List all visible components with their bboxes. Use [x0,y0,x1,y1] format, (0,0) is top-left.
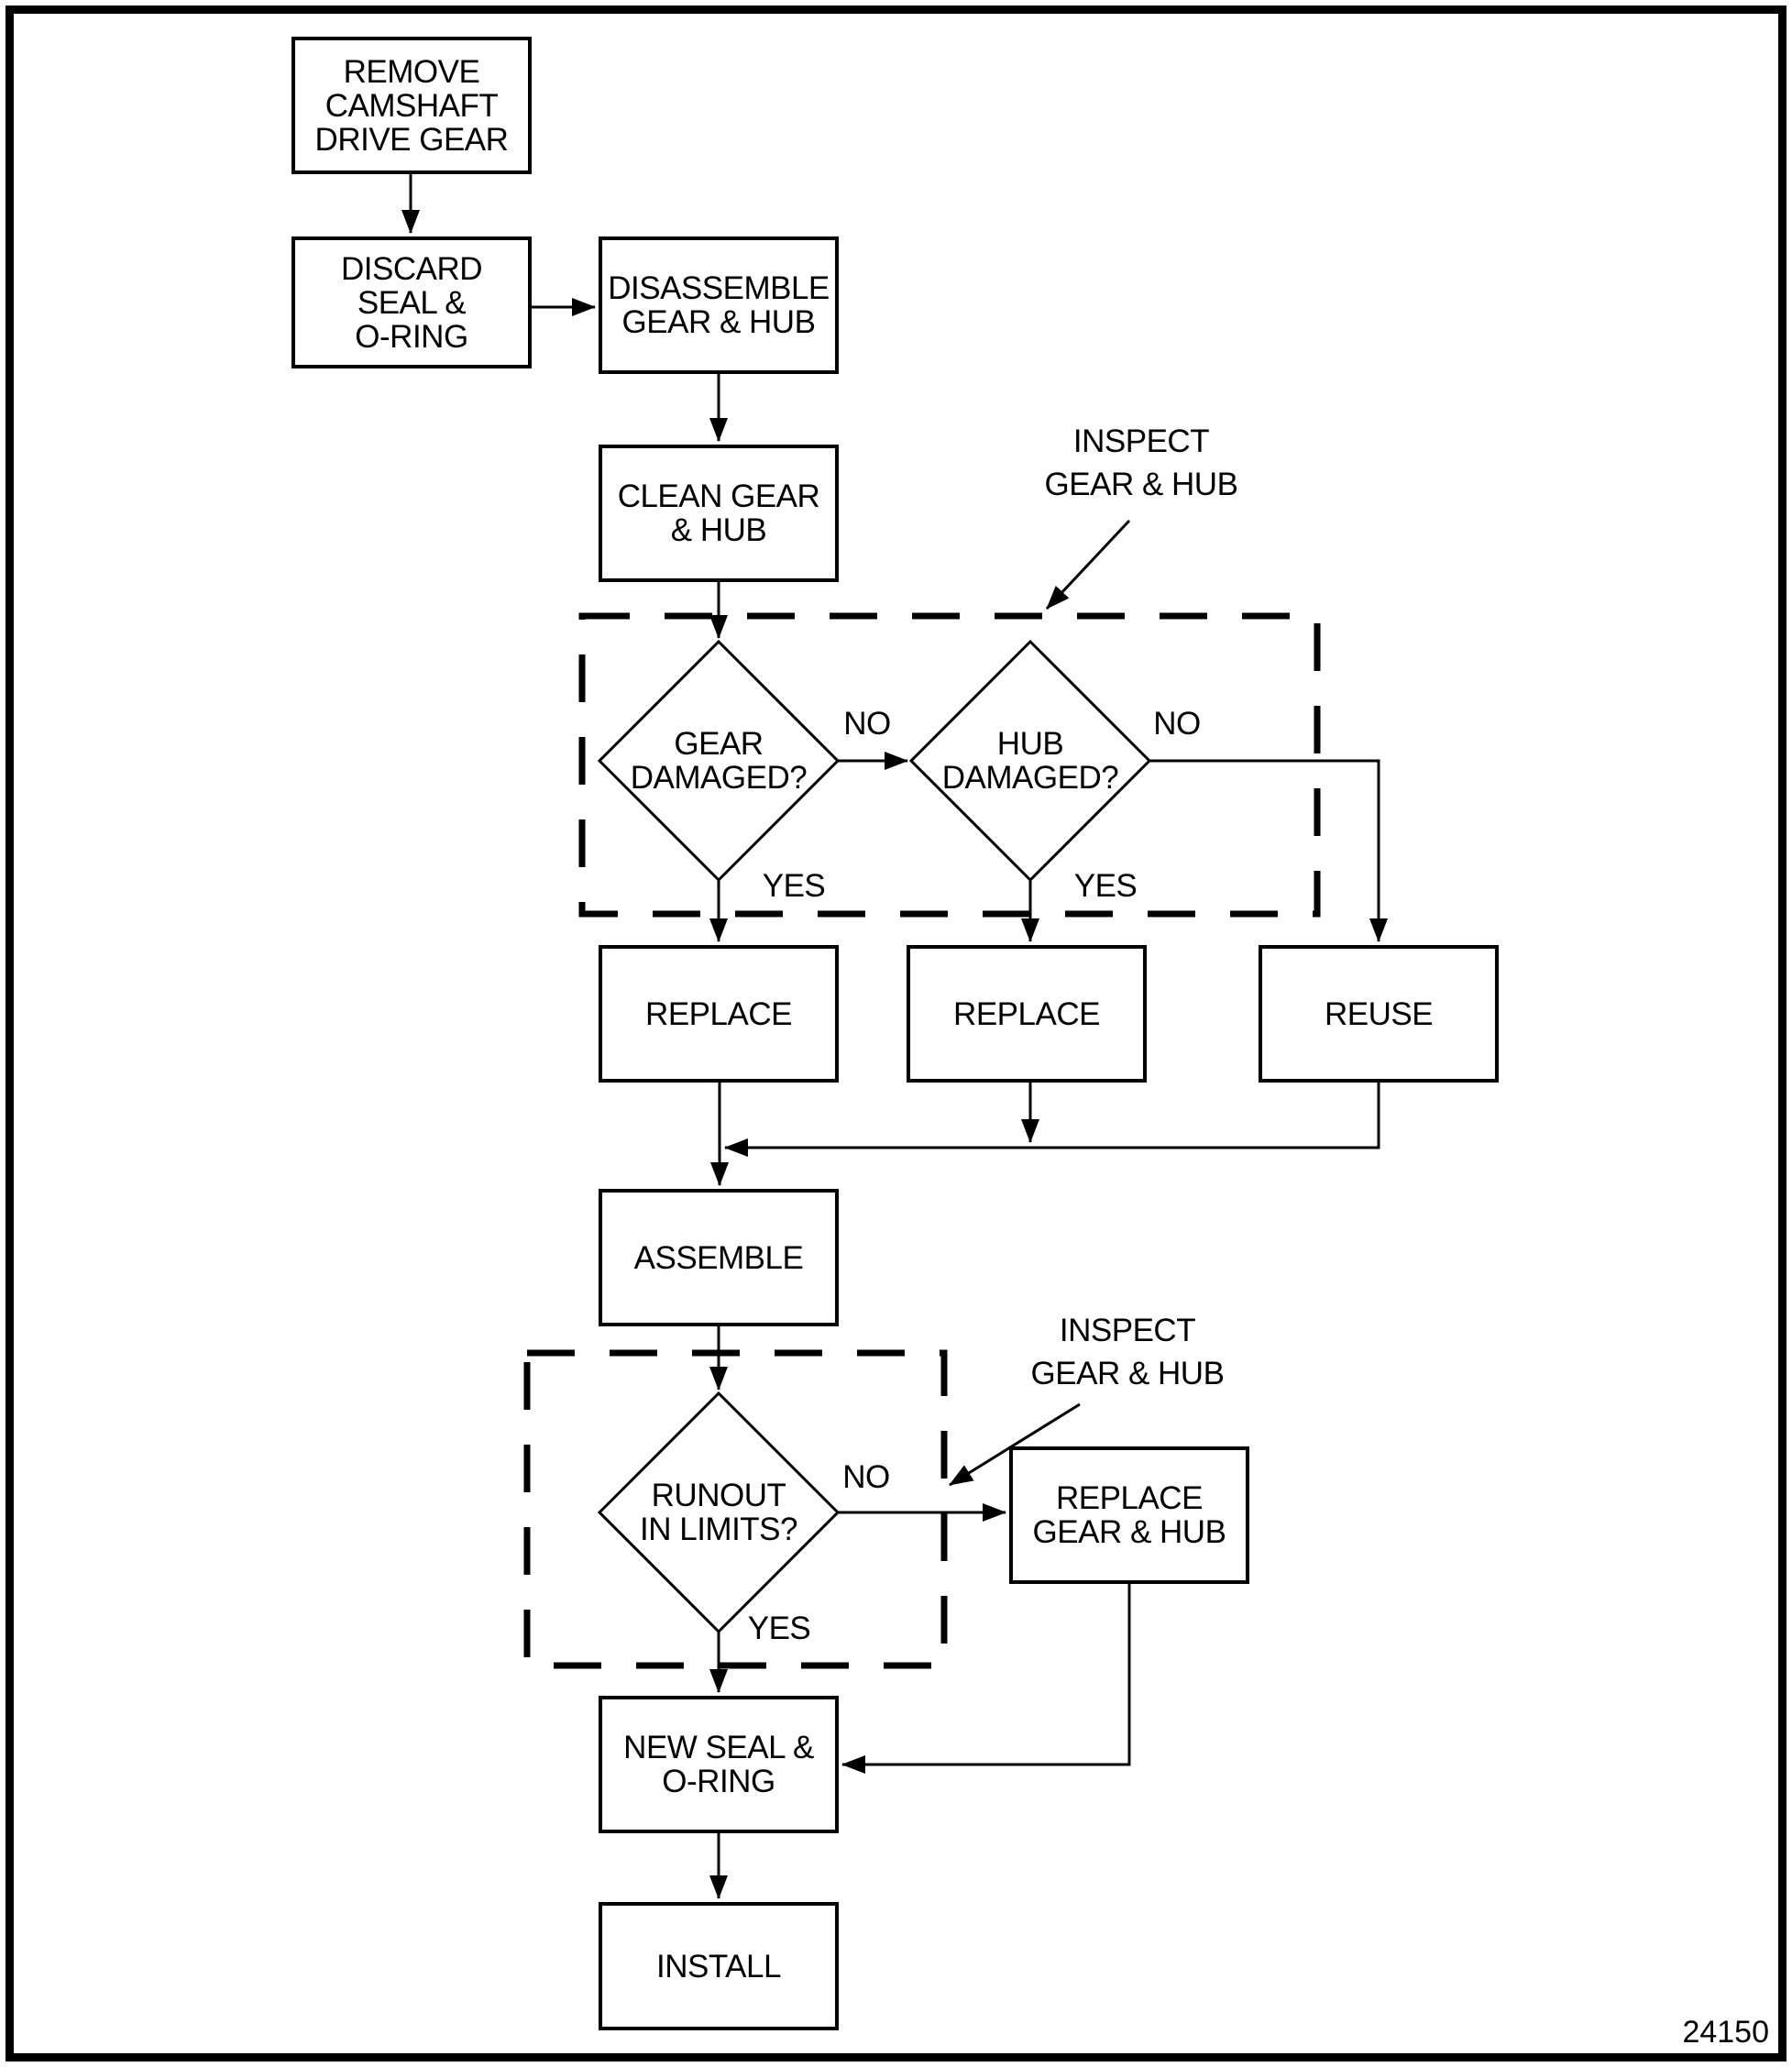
flow-connectors [401,174,1388,1899]
edge-label-gear-yes: YES [762,868,826,904]
edge-label-gear-no: NO [843,706,891,742]
box-label: REPLACE [645,995,792,1032]
decision-label-runout-in-limits: RUNOUT IN LIMITS? [640,1478,797,1547]
edge-label-hub-yes: YES [1073,868,1138,904]
edge-label-hub-no: NO [1153,706,1201,742]
process-box-install: INSTALL [599,1902,839,2030]
box-label: REPLACE GEAR & HUB [1032,1480,1226,1550]
arrow-hub-no-to-reuse [1149,759,1388,942]
edge-label-runout-no: NO [842,1459,890,1495]
process-box-reuse: REUSE [1259,945,1499,1083]
process-box-assemble: ASSEMBLE [599,1189,839,1326]
inspect-top-callout-arrow [1045,519,1131,610]
process-box-replace-gear: REPLACE [599,945,839,1083]
box-label: NEW SEAL & O-RING [623,1730,814,1799]
box-label: INSTALL [656,1948,781,1985]
process-box-disassemble-gear-hub: DISASSEMBLE GEAR & HUB [599,236,839,374]
box-label: DISASSEMBLE GEAR & HUB [608,270,830,340]
box-label: REPLACE [953,995,1100,1032]
arrow-reuse-to-merge [724,1083,1380,1157]
annotation-inspect-gear-hub-top: INSPECT GEAR & HUB [1044,423,1238,502]
box-label: DISCARD SEAL & O-RING [340,250,483,355]
box-label: REMOVE CAMSHAFT DRIVE GEAR [314,53,509,158]
box-label: REUSE [1324,995,1434,1032]
arrow-replace-gear-hub-to-new-seal [841,1584,1131,1774]
inspect-region-top-dashed-box [578,612,1321,918]
annotation-inspect-gear-hub-bottom: INSPECT GEAR & HUB [1030,1313,1225,1391]
box-label: ASSEMBLE [633,1239,804,1276]
figure-number: 24150 [1682,2015,1769,2050]
process-box-discard-seal-oring: DISCARD SEAL & O-RING [291,236,532,368]
decision-label-gear-damaged: GEAR DAMAGED? [630,726,808,796]
process-box-replace-gear-hub: REPLACE GEAR & HUB [1009,1446,1249,1584]
decision-label-hub-damaged: HUB DAMAGED? [941,726,1119,796]
page-border-frame [5,5,1787,2062]
inspect-region-bottom-dashed-box [523,1349,948,1669]
box-label: CLEAN GEAR & HUB [617,478,820,548]
edge-label-runout-yes: YES [747,1611,811,1646]
process-box-replace-hub: REPLACE [907,945,1147,1083]
inspect-bottom-callout-arrow [949,1402,1081,1487]
process-box-clean-gear-hub: CLEAN GEAR & HUB [599,445,839,582]
process-box-remove-camshaft-drive-gear: REMOVE CAMSHAFT DRIVE GEAR [291,37,532,174]
process-box-new-seal-oring: NEW SEAL & O-RING [599,1696,839,1833]
